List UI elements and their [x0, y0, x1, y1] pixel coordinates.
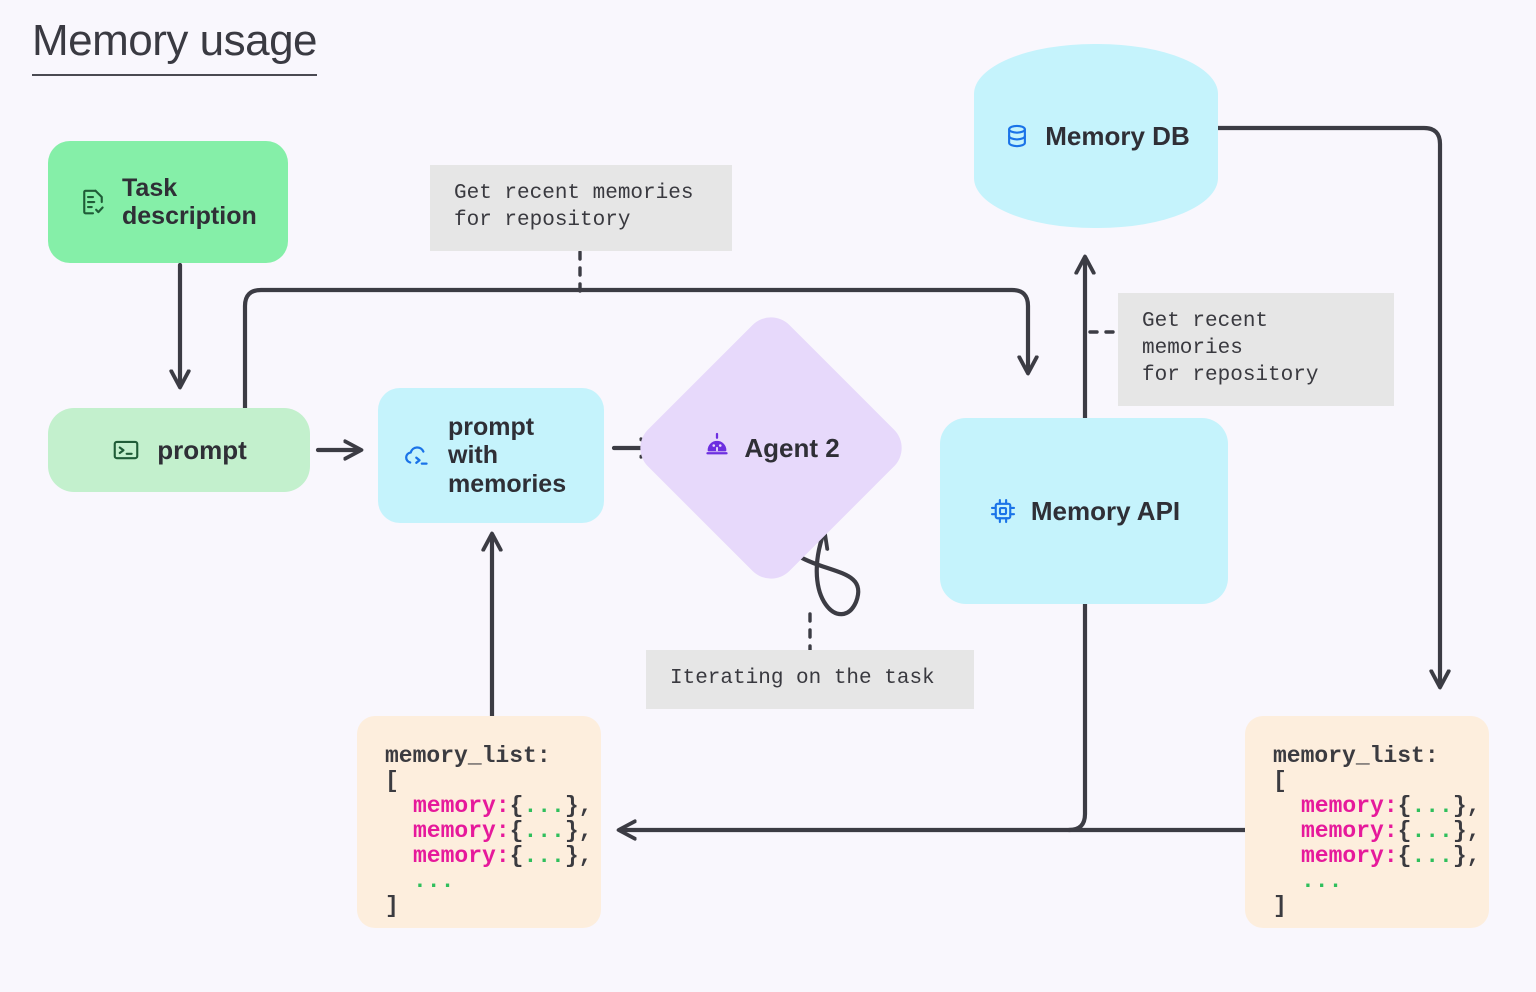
page-title: Memory usage	[32, 17, 318, 77]
code-entry-brace-open: {	[509, 818, 524, 845]
code-entry: memory:{...},	[385, 819, 601, 844]
chip-icon	[988, 496, 1018, 526]
code-entry-dots: ...	[1411, 793, 1453, 820]
code-entry-brace-open: {	[509, 793, 524, 820]
node-memory-db[interactable]: Memory DB	[974, 44, 1218, 228]
node-label: prompt with memories	[448, 412, 567, 498]
code-close-bracket: ]	[1273, 893, 1287, 920]
robot-icon	[702, 430, 732, 467]
code-entry-key: memory:	[1301, 843, 1398, 870]
note-iterating-on-the-task: Iterating on the task	[646, 650, 974, 709]
cloud-terminal-icon	[400, 439, 434, 473]
edge-memory-db-to-code-right	[1215, 125, 1440, 686]
code-title: memory_list:	[385, 743, 551, 769]
node-agent-2[interactable]: Agent 2	[629, 306, 913, 590]
code-entry-key: memory:	[413, 793, 510, 820]
node-prompt-with-memories[interactable]: prompt with memories	[378, 388, 604, 523]
code-entry-key: memory:	[1301, 793, 1398, 820]
node-task-description[interactable]: Task description	[48, 141, 288, 263]
node-label: Agent 2	[744, 432, 840, 463]
code-block-memory-list-right: memory_list: [ memory:{...}, memory:{...…	[1245, 716, 1489, 928]
code-entry-dots: ...	[1411, 818, 1453, 845]
note-get-recent-memories-right: Get recent memories for repository	[1118, 293, 1394, 406]
code-entry-brace-open: {	[509, 843, 524, 870]
code-entry-brace-close: },	[1452, 843, 1481, 870]
agent-2-content: Agent 2	[671, 348, 871, 548]
node-label: Memory API	[1030, 495, 1181, 526]
node-label: prompt	[157, 434, 247, 465]
code-entry-brace-open: {	[1397, 818, 1412, 845]
code-entry-dots: ...	[523, 793, 565, 820]
code-title: memory_list:	[1273, 743, 1439, 769]
code-entry-dots: ...	[1411, 843, 1453, 870]
code-open-bracket: [	[1273, 768, 1287, 795]
node-memory-api[interactable]: Memory API	[940, 418, 1228, 604]
database-icon	[1002, 121, 1032, 151]
node-label: Task description	[122, 173, 257, 230]
code-entry-dots: ...	[523, 843, 565, 870]
code-entry: memory:{...},	[385, 794, 601, 819]
edge-prompt-to-memory-api	[242, 287, 1028, 411]
code-entry-brace-close: },	[1452, 793, 1481, 820]
code-entry-brace-open: {	[1397, 843, 1412, 870]
document-check-icon	[78, 187, 108, 217]
code-entry: memory:{...},	[1273, 819, 1489, 844]
node-label: Memory DB	[1045, 120, 1190, 151]
code-entry-brace-open: {	[1397, 793, 1412, 820]
code-close-bracket: ]	[385, 893, 399, 920]
note-get-recent-memories-top: Get recent memories for repository	[430, 165, 732, 251]
code-entry-dots: ...	[523, 818, 565, 845]
code-entry: memory:{...},	[385, 844, 601, 869]
code-entry: memory:{...},	[1273, 844, 1489, 869]
code-ellipsis-row: ...	[1301, 868, 1343, 895]
edge-memory-api-to-bus	[1066, 601, 1088, 833]
code-entry-key: memory:	[413, 818, 510, 845]
terminal-icon	[111, 435, 141, 465]
code-ellipsis-row: ...	[413, 868, 455, 895]
code-entry-brace-close: },	[564, 818, 593, 845]
code-entry: memory:{...},	[1273, 794, 1489, 819]
code-entry-brace-close: },	[1452, 818, 1481, 845]
node-prompt[interactable]: prompt	[48, 408, 310, 492]
code-entry-key: memory:	[413, 843, 510, 870]
code-entry-brace-close: },	[564, 793, 593, 820]
code-block-memory-list-left: memory_list: [ memory:{...}, memory:{...…	[357, 716, 601, 928]
code-open-bracket: [	[385, 768, 399, 795]
code-entry-key: memory:	[1301, 818, 1398, 845]
code-entry-brace-close: },	[564, 843, 593, 870]
